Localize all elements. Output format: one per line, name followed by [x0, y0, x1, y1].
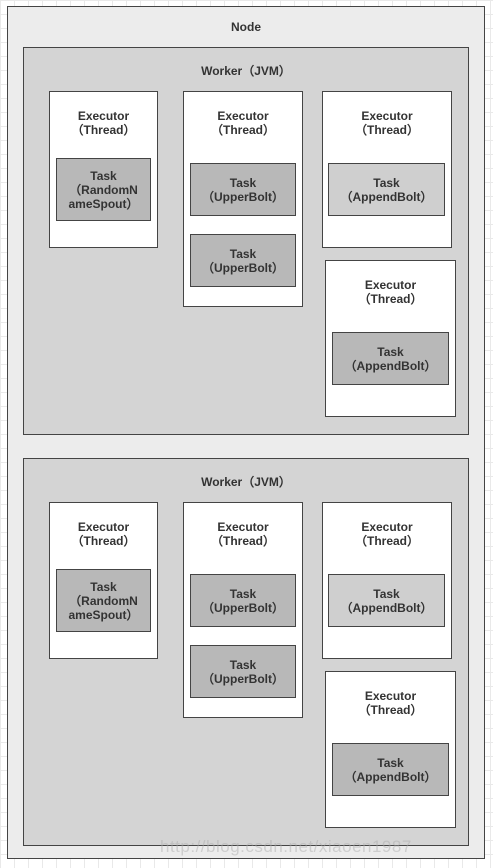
worker-label: Worker（JVM） — [201, 475, 291, 489]
task-label: Task （AppendBolt） — [344, 755, 437, 784]
executor-label: Executor （Thread） — [71, 109, 136, 137]
task-box-upperbolt: Task （UpperBolt） — [190, 234, 296, 287]
node-label: Node — [231, 20, 261, 34]
task-box-upperbolt: Task （UpperBolt） — [190, 163, 296, 216]
executor-label: Executor （Thread） — [210, 520, 275, 548]
task-box-appendbolt: Task （AppendBolt） — [332, 743, 449, 796]
task-box-upperbolt: Task （UpperBolt） — [190, 574, 296, 627]
task-box-spout: Task （RandomN ameSpout） — [56, 569, 151, 632]
task-label: Task （UpperBolt） — [202, 246, 284, 275]
task-label: Task （AppendBolt） — [340, 586, 433, 615]
task-label: Task （RandomN ameSpout） — [68, 168, 139, 211]
worker-label: Worker（JVM） — [201, 64, 291, 78]
task-box-appendbolt: Task （AppendBolt） — [328, 163, 445, 216]
task-label: Task （UpperBolt） — [202, 657, 284, 686]
task-box-spout: Task （RandomN ameSpout） — [56, 158, 151, 221]
executor-label: Executor （Thread） — [354, 109, 419, 137]
executor-label: Executor （Thread） — [358, 278, 423, 306]
task-box-appendbolt: Task （AppendBolt） — [328, 574, 445, 627]
task-box-appendbolt: Task （AppendBolt） — [332, 332, 449, 385]
task-box-upperbolt: Task （UpperBolt） — [190, 645, 296, 698]
executor-label: Executor （Thread） — [358, 689, 423, 717]
executor-label: Executor （Thread） — [210, 109, 275, 137]
executor-label: Executor （Thread） — [354, 520, 419, 548]
executor-label: Executor （Thread） — [71, 520, 136, 548]
task-label: Task （AppendBolt） — [344, 344, 437, 373]
task-label: Task （UpperBolt） — [202, 175, 284, 204]
task-label: Task （AppendBolt） — [340, 175, 433, 204]
watermark-text: http://blog.csdn.net/xiaoen1987 — [160, 837, 412, 856]
task-label: Task （UpperBolt） — [202, 586, 284, 615]
task-label: Task （RandomN ameSpout） — [68, 579, 139, 622]
